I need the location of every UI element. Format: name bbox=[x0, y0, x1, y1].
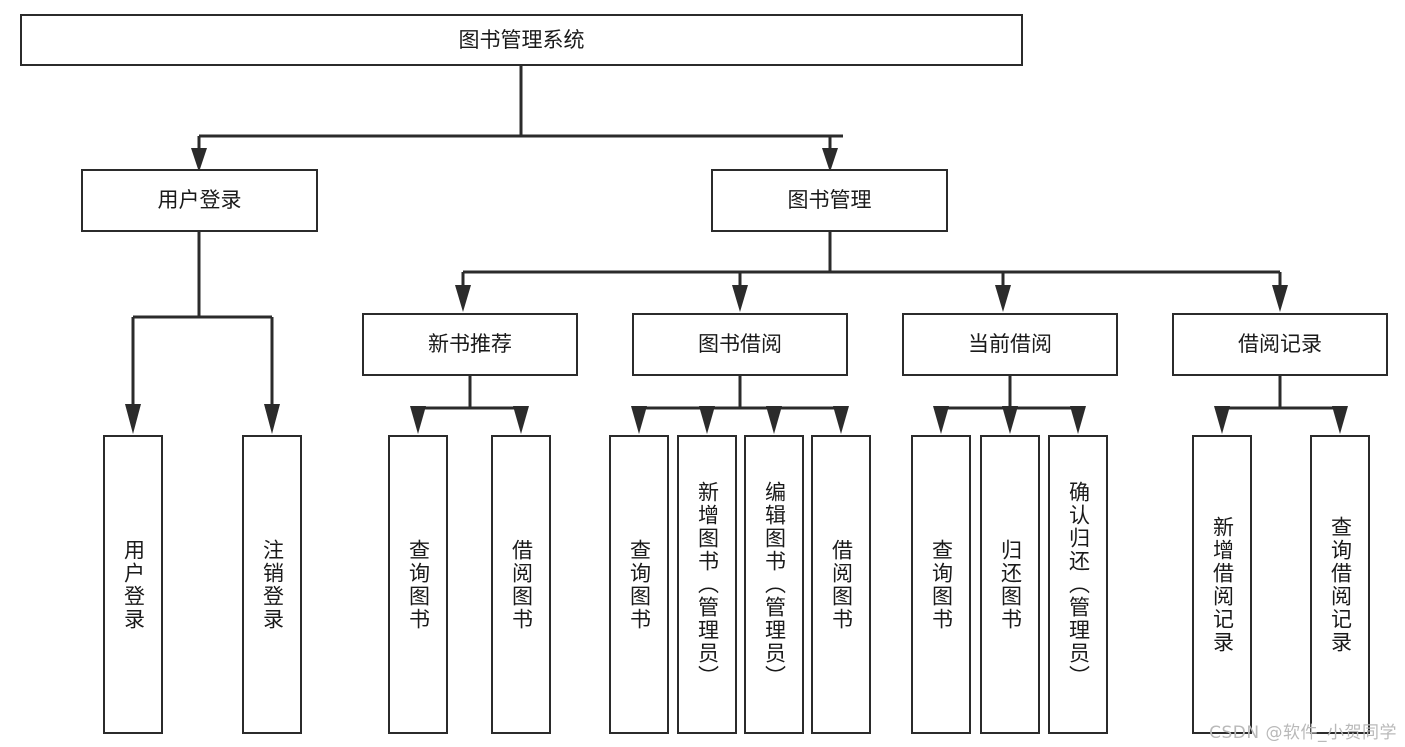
leaf-borrow-borrow-book[interactable]: 借阅图书 bbox=[811, 435, 871, 734]
leaf-recommend-borrow-book[interactable]: 借阅图书 bbox=[491, 435, 551, 734]
node-book-manage[interactable]: 图书管理 bbox=[711, 169, 948, 232]
node-root[interactable]: 图书管理系统 bbox=[20, 14, 1023, 66]
leaf-record-query-record[interactable]: 查询借阅记录 bbox=[1310, 435, 1370, 734]
node-new-book-recommend-label: 新书推荐 bbox=[428, 332, 512, 357]
leaf-user-login-logout-label: 注销登录 bbox=[260, 538, 285, 631]
watermark: CSDN @软件_小贺同学 bbox=[1209, 723, 1397, 743]
leaf-current-return-book[interactable]: 归还图书 bbox=[980, 435, 1040, 734]
node-current-borrow-label: 当前借阅 bbox=[968, 332, 1052, 357]
leaf-user-login-login[interactable]: 用户登录 bbox=[103, 435, 163, 734]
node-user-login-label: 用户登录 bbox=[157, 188, 242, 213]
leaf-record-add-record[interactable]: 新增借阅记录 bbox=[1192, 435, 1252, 734]
leaf-recommend-query-book-label: 查询图书 bbox=[406, 538, 431, 631]
node-root-label: 图书管理系统 bbox=[458, 27, 585, 52]
leaf-borrow-borrow-book-label: 借阅图书 bbox=[829, 538, 854, 631]
node-current-borrow[interactable]: 当前借阅 bbox=[902, 313, 1118, 376]
node-book-borrow-label: 图书借阅 bbox=[698, 332, 782, 357]
node-borrow-record-label: 借阅记录 bbox=[1238, 332, 1322, 357]
leaf-borrow-edit-book-label: 编辑图书（管理员） bbox=[762, 481, 787, 688]
node-user-login[interactable]: 用户登录 bbox=[81, 169, 318, 232]
leaf-current-confirm-return[interactable]: 确认归还（管理员） bbox=[1048, 435, 1108, 734]
leaf-current-query-book-label: 查询图书 bbox=[929, 538, 954, 631]
leaf-record-add-record-label: 新增借阅记录 bbox=[1210, 515, 1235, 654]
leaf-recommend-query-book[interactable]: 查询图书 bbox=[388, 435, 448, 734]
leaf-current-confirm-return-label: 确认归还（管理员） bbox=[1066, 481, 1091, 688]
leaf-user-login-login-label: 用户登录 bbox=[121, 538, 146, 631]
node-new-book-recommend[interactable]: 新书推荐 bbox=[362, 313, 578, 376]
node-book-manage-label: 图书管理 bbox=[787, 188, 872, 213]
leaf-record-query-record-label: 查询借阅记录 bbox=[1328, 515, 1353, 654]
node-book-borrow[interactable]: 图书借阅 bbox=[632, 313, 848, 376]
leaf-borrow-add-book-label: 新增图书（管理员） bbox=[695, 481, 720, 688]
leaf-borrow-query-book[interactable]: 查询图书 bbox=[609, 435, 669, 734]
arrowheads bbox=[125, 148, 1348, 434]
leaf-current-query-book[interactable]: 查询图书 bbox=[911, 435, 971, 734]
leaf-user-login-logout[interactable]: 注销登录 bbox=[242, 435, 302, 734]
leaf-current-return-book-label: 归还图书 bbox=[998, 538, 1023, 631]
node-borrow-record[interactable]: 借阅记录 bbox=[1172, 313, 1388, 376]
leaf-borrow-edit-book[interactable]: 编辑图书（管理员） bbox=[744, 435, 804, 734]
leaf-borrow-add-book[interactable]: 新增图书（管理员） bbox=[677, 435, 737, 734]
leaf-borrow-query-book-label: 查询图书 bbox=[627, 538, 652, 631]
leaf-recommend-borrow-book-label: 借阅图书 bbox=[509, 538, 534, 631]
